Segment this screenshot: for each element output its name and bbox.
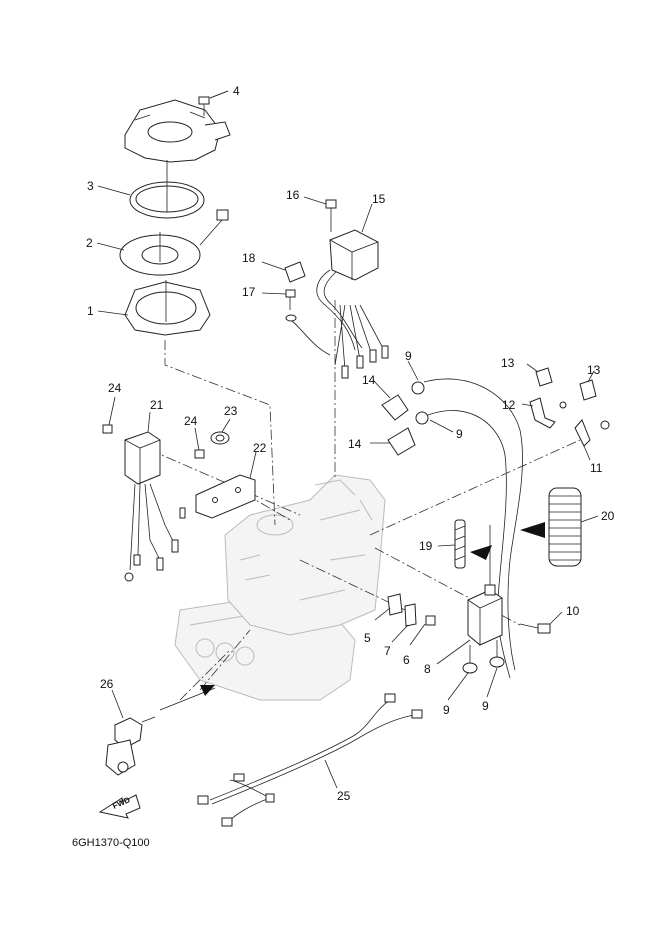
cap-18-part (261, 261, 306, 283)
ignition-coil-8-part (462, 584, 505, 674)
callout-26: 26 (100, 677, 114, 691)
screw-6-part (425, 615, 436, 626)
tube-19-part (454, 519, 492, 585)
bracket-1-part (124, 280, 211, 336)
callout-24-left: 24 (108, 381, 122, 395)
ring-3-part (129, 160, 205, 219)
clamp-23-part (210, 431, 230, 445)
cap-13-right-part (579, 379, 597, 401)
callout-24-right: 24 (184, 414, 198, 428)
engine-block-ghost (174, 474, 386, 701)
callout-22: 22 (253, 441, 267, 455)
fwd-arrow-icon: FWD (98, 794, 141, 819)
callout-16: 16 (286, 188, 300, 202)
callout-17: 17 (242, 285, 256, 299)
bolt-10-part (519, 623, 551, 634)
callout-3: 3 (87, 179, 94, 193)
bracket-22-part (195, 474, 256, 519)
plug-cap-14-lower-part (387, 411, 429, 456)
callout-9-upper: 9 (405, 349, 412, 363)
callout-12: 12 (502, 398, 516, 412)
bolt-24-left-part (102, 424, 113, 434)
protector-sleeve-20-part (520, 487, 582, 567)
callout-21: 21 (150, 398, 164, 412)
assembly-leader-lines (149, 300, 581, 701)
callout-10: 10 (566, 604, 580, 618)
clamp-11-part (574, 419, 610, 447)
clamp-12-part (529, 397, 567, 429)
callout-19: 19 (419, 539, 433, 553)
callout-9-middle: 9 (456, 427, 463, 441)
callout-6: 6 (403, 653, 410, 667)
callout-14-upper: 14 (362, 373, 376, 387)
callout-2: 2 (86, 236, 93, 250)
callout-13-left: 13 (501, 356, 515, 370)
cap-13-left-part (535, 367, 553, 387)
bolt-24-right-part (194, 449, 205, 459)
plate-2-part (119, 209, 229, 276)
rectifier-21-part (124, 431, 186, 582)
callout-14-lower: 14 (348, 437, 362, 451)
plate-7-part (404, 603, 417, 627)
wiring-harness-25-part (197, 693, 423, 827)
stop-switch-26-part (105, 685, 216, 776)
callout-4: 4 (233, 84, 240, 98)
callout-13-right: 13 (587, 363, 601, 377)
callout-11: 11 (590, 461, 603, 475)
callout-8: 8 (424, 662, 431, 676)
callout-18: 18 (242, 251, 256, 265)
callout-9-lower-right: 9 (482, 699, 489, 713)
callout-7: 7 (384, 644, 391, 658)
callout-9-lower-left: 9 (443, 703, 450, 717)
magneto-base-part (124, 99, 231, 163)
callout-1: 1 (87, 304, 94, 318)
diagram-code: 6GH1370-Q100 (72, 837, 150, 849)
bolt-17-part (285, 289, 331, 356)
callout-leaders (96, 90, 599, 789)
callout-23: 23 (224, 404, 238, 418)
callout-15: 15 (372, 192, 386, 206)
ignition-module-15-part (316, 199, 389, 379)
callout-5: 5 (364, 631, 371, 645)
bracket-5-part (387, 593, 403, 616)
callout-20: 20 (601, 509, 615, 523)
callout-25: 25 (337, 789, 351, 803)
callout-labels: 1 2 3 4 5 6 7 8 9 9 9 9 10 11 12 13 13 1… (86, 84, 615, 803)
plug-cap-14-upper-part (381, 381, 425, 421)
